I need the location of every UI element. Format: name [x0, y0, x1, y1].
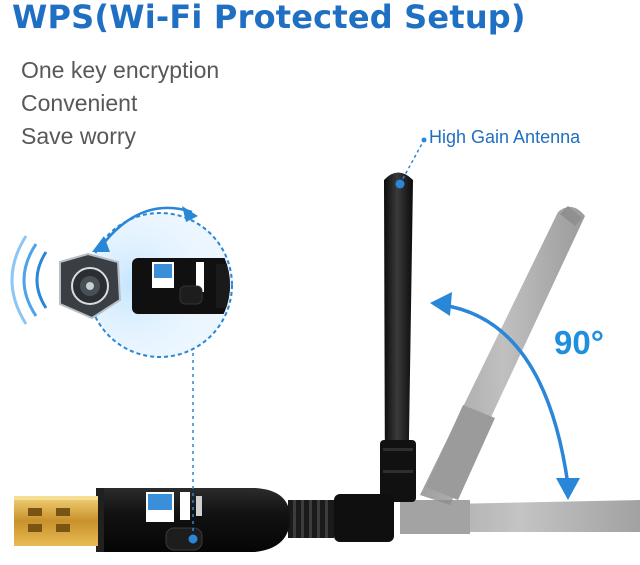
feature-item: One key encryption [21, 57, 220, 83]
wps-button-marker-dot [188, 534, 198, 544]
rotated-antenna-ghost [420, 206, 585, 505]
antenna-label: High Gain Antenna [429, 127, 581, 147]
usb-dongle [96, 488, 290, 552]
page-title: WPS(Wi-Fi Protected Setup) [12, 0, 526, 36]
wifi-signal-icon [10, 235, 48, 325]
rotation-angle-label: 90° [554, 324, 604, 361]
feature-item: Convenient [21, 90, 138, 116]
zoom-circle [87, 206, 233, 358]
feature-item: Save worry [21, 123, 137, 149]
horizontal-antenna-ghost [400, 500, 640, 534]
antenna-leader-line [399, 137, 427, 185]
wps-button[interactable] [165, 527, 203, 551]
usb-connector [14, 496, 98, 546]
antenna-connector [288, 494, 394, 542]
wps-button-icon [59, 252, 122, 320]
antenna [380, 172, 416, 502]
rotate-arrow-icon [430, 292, 580, 500]
